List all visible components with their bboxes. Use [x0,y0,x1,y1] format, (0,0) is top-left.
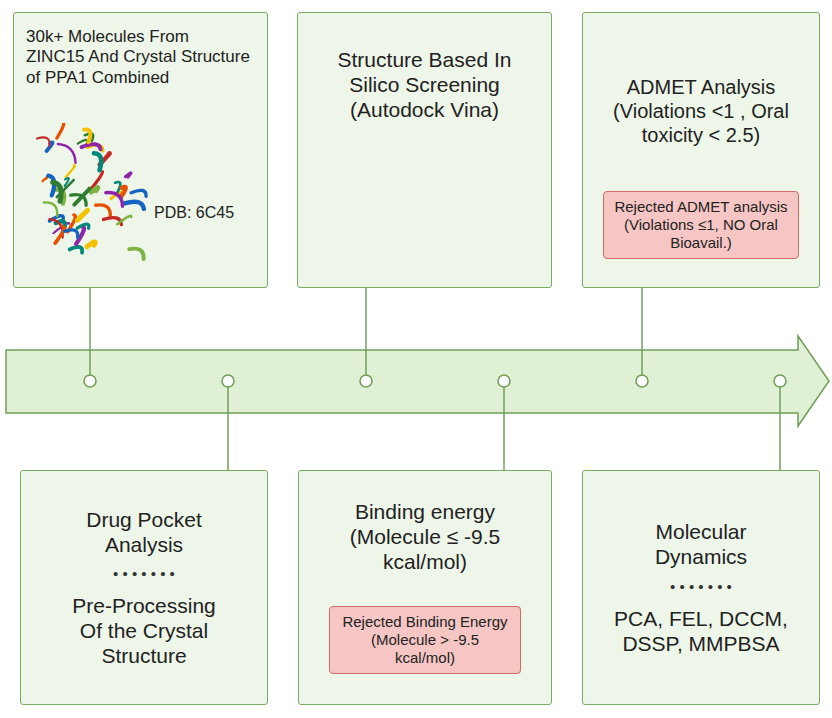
step-text: • • • • • • • [670,578,732,596]
step-text: ADMET Analysis (Violations <1 , Oral tox… [611,75,791,147]
step-text: Molecular Dynamics [621,519,781,569]
timeline-dots [84,375,786,387]
timeline-arrow [6,336,829,426]
step-text: Pre-Processing Of the Crystal Structure [59,593,229,669]
step-text: • • • • • • • [113,565,175,583]
step-text: Rejected Binding Energy (Molecule > -9.5… [340,613,510,667]
step-text: Binding energy (Molecule ≤ -9.5 kcal/mol… [325,499,525,575]
connector-stems [90,288,780,470]
step-box: Drug Pocket Analysis • • • • • • • Pre-Pro… [20,470,268,705]
step-text: Structure Based In Silico Screening (Aut… [325,47,525,123]
step-text: Drug Pocket Analysis [69,507,219,557]
rejection-box: Rejected ADMET analysis (Violations ≤1, … [603,191,799,259]
step-text: 30k+ Molecules From ZINC15 And Crystal S… [26,27,251,88]
step-box: Molecular Dynamics • • • • • • • PCA, FEL,… [582,470,820,705]
protein-illustration [22,123,152,273]
step-text: Rejected ADMET analysis (Violations ≤1, … [612,198,790,252]
step-text: PCA, FEL, DCCM, DSSP, MMPBSA [601,606,801,656]
step-box: Structure Based In Silico Screening (Aut… [297,12,552,288]
step-box: Binding energy (Molecule ≤ -9.5 kcal/mol… [298,470,552,705]
rejection-box: Rejected Binding Energy (Molecule > -9.5… [329,606,521,674]
step-box: 30k+ Molecules From ZINC15 And Crystal S… [13,12,268,288]
step-box: ADMET Analysis (Violations <1 , Oral tox… [582,12,820,288]
pdb-label: PDB: 6C45 [154,203,234,222]
